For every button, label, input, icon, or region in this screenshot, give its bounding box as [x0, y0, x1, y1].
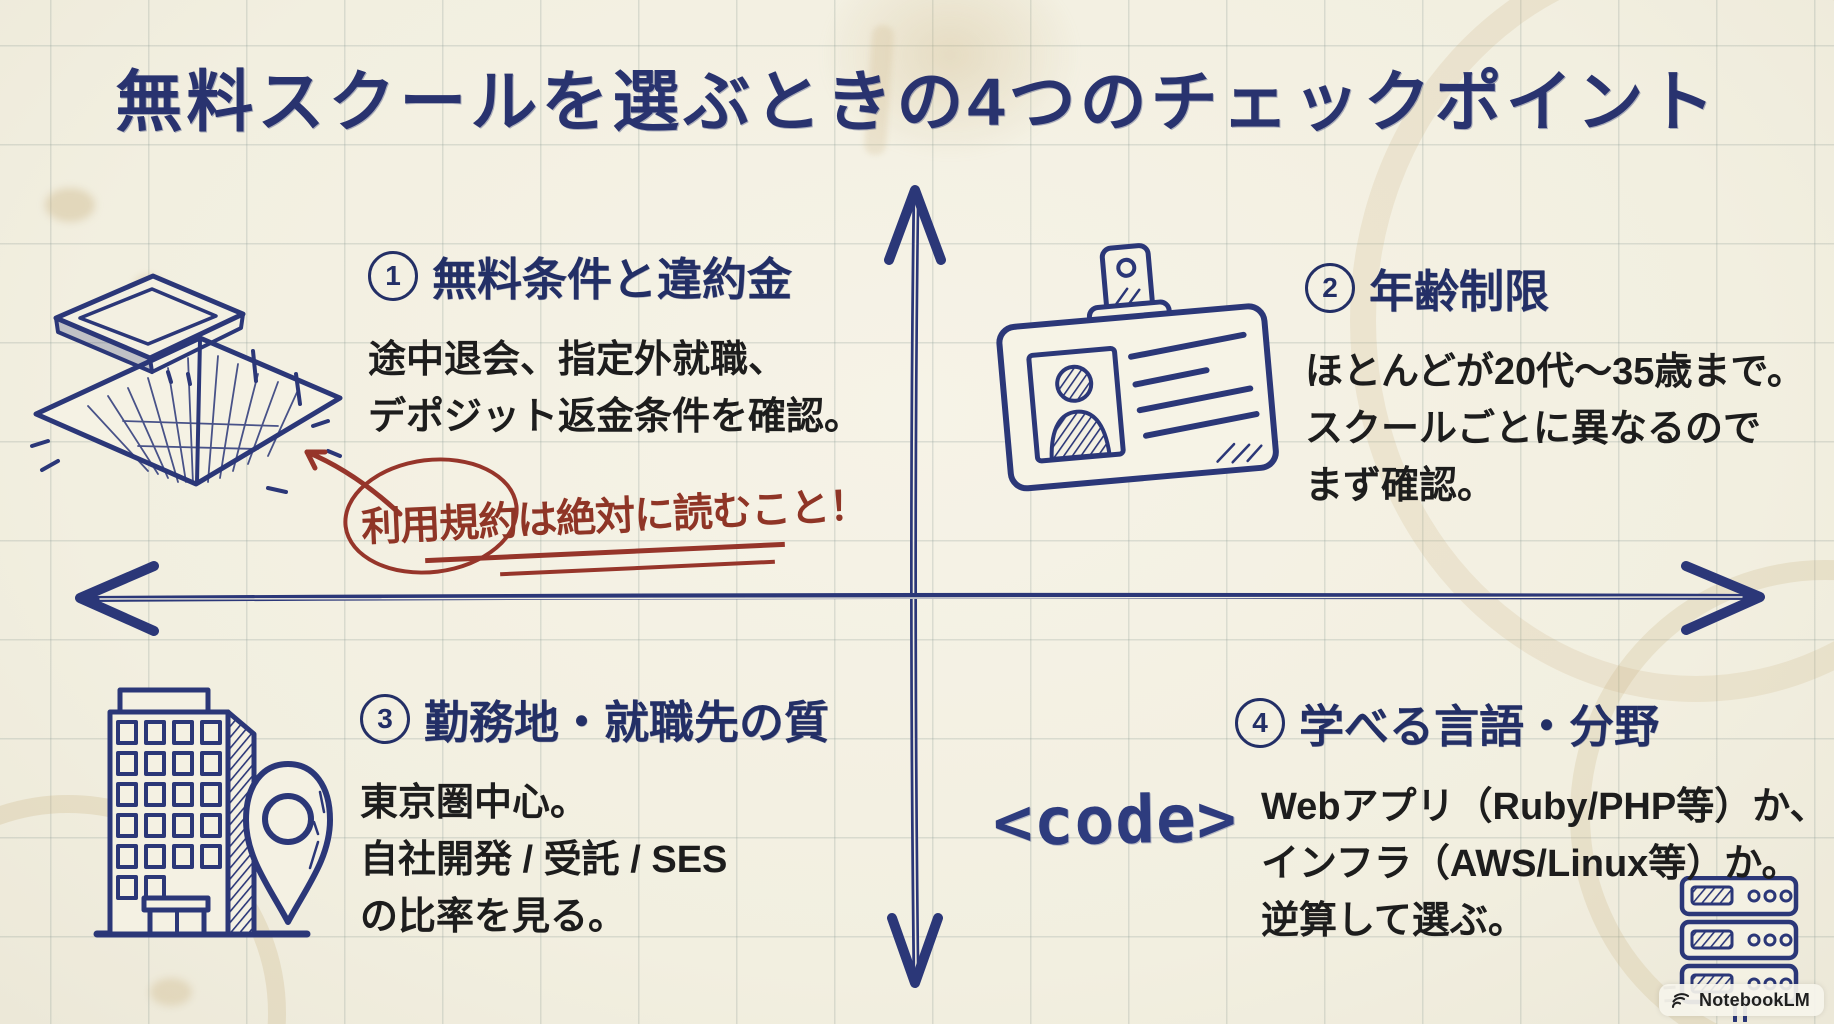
- circled-number-1: 1: [368, 250, 418, 301]
- red-underline: [500, 559, 775, 577]
- terms-warning-annotation: 利用規約は絶対に読むこと！: [295, 438, 955, 598]
- quadrant-1-body: 途中退会、指定外就職、 デポジット返金条件を確認。: [368, 332, 862, 446]
- quadrant-1-free-terms: 1 無料条件と違約金 途中退会、指定外就職、 デポジット返金条件を確認。: [368, 243, 862, 446]
- quadrant-2-body: ほとんどが20代〜35歳まで。 スクールごとに異なるので まず確認。: [1305, 344, 1805, 515]
- curved-arrow-icon: [304, 449, 403, 517]
- body-line: 自社開発 / 受託 / SES: [360, 839, 728, 881]
- office-building-map-pin-icon: [93, 687, 333, 938]
- quadrant-4-heading: 4 学べる言語・分野: [1235, 690, 1827, 755]
- circled-number-3: 3: [360, 693, 410, 744]
- quadrant-1-heading: 1 無料条件と違約金: [368, 243, 862, 308]
- body-line: 東京圏中心。: [360, 782, 589, 824]
- quadrant-2-title: 年齢制限: [1369, 266, 1550, 317]
- body-line: まず確認。: [1305, 465, 1496, 507]
- circled-number-4: 4: [1235, 697, 1285, 748]
- quadrant-4-title: 学べる言語・分野: [1299, 701, 1660, 752]
- circled-number-2: 2: [1305, 262, 1355, 313]
- body-line: インフラ（AWS/Linux等）か。: [1261, 843, 1800, 885]
- quadrant-2-age-limit: 2 年齢制限 ほとんどが20代〜35歳まで。 スクールごとに異なるので まず確認…: [1305, 255, 1805, 515]
- quadrant-1-title: 無料条件と違約金: [432, 254, 793, 305]
- pitfall-trap-icon: [30, 273, 343, 494]
- body-line: の比率を見る。: [360, 896, 627, 938]
- quadrant-3-heading: 3 勤務地・就職先の質: [360, 686, 829, 751]
- body-line: 逆算して選ぶ。: [1261, 900, 1526, 942]
- quadrant-3-work-location: 3 勤務地・就職先の質 東京圏中心。 自社開発 / 受託 / SES の比率を見…: [360, 686, 829, 946]
- body-line: デポジット返金条件を確認。: [368, 396, 863, 438]
- body-line: Webアプリ（Ruby/PHP等）か、: [1261, 786, 1828, 828]
- quadrant-4-languages: 4 学べる言語・分野 Webアプリ（Ruby/PHP等）か、 インフラ（AWS/…: [1235, 690, 1827, 950]
- body-line: 途中退会、指定外就職、: [368, 339, 787, 381]
- watermark-label: NotebookLM: [1699, 989, 1810, 1010]
- quadrant-3-title: 勤務地・就職先の質: [424, 697, 830, 748]
- code-tag-label: <code>: [992, 779, 1239, 862]
- quadrant-2-heading: 2 年齢制限: [1305, 255, 1805, 320]
- quadrant-3-body: 東京圏中心。 自社開発 / 受託 / SES の比率を見る。: [360, 775, 829, 946]
- body-line: ほとんどが20代〜35歳まで。: [1305, 351, 1805, 393]
- quadrant-4-body: Webアプリ（Ruby/PHP等）か、 インフラ（AWS/Linux等）か。 逆…: [1261, 779, 1827, 950]
- body-line: スクールごとに異なるので: [1305, 408, 1762, 450]
- notebooklm-logo-icon: [1671, 993, 1690, 1009]
- notebooklm-watermark: NotebookLM: [1659, 984, 1824, 1016]
- page-title: 無料スクールを選ぶときの4つのチェックポイント: [115, 65, 1719, 140]
- id-badge-icon: [996, 243, 1279, 492]
